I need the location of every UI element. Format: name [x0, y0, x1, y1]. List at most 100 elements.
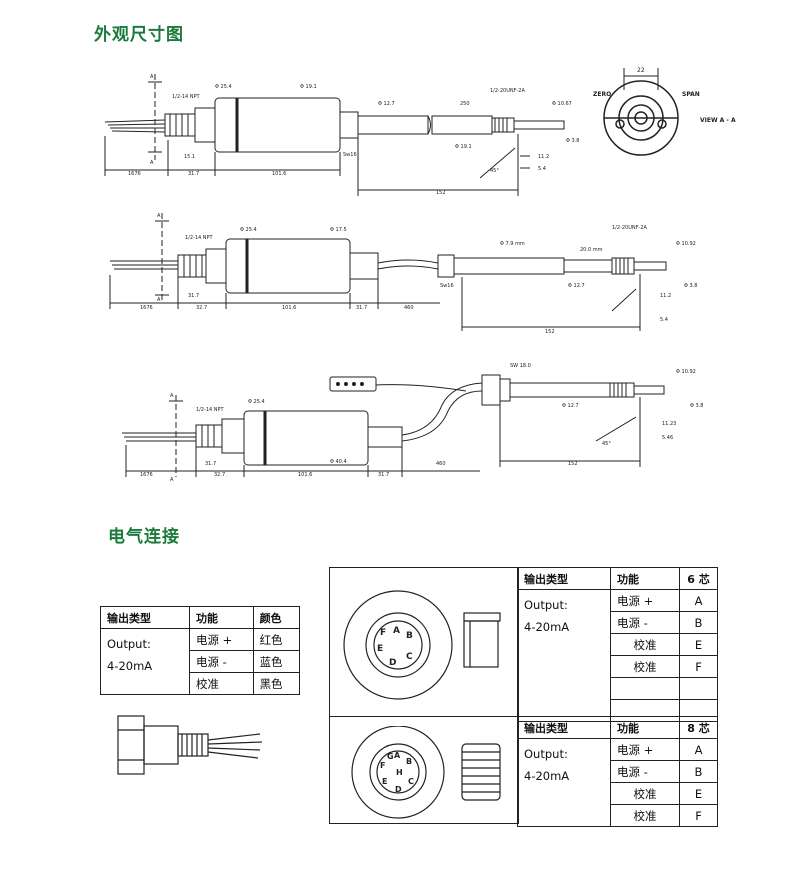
electrical-title: 电气连接	[108, 527, 180, 547]
connector-8pin-drawing: A B C D E F G H	[351, 726, 501, 819]
table-header: 输出类型	[517, 716, 611, 739]
dimension-drawing-1: AA 1/2-14 NPT Φ 25.4 Φ 19.1 Φ 12.7 250 1…	[104, 67, 736, 196]
svg-text:H: H	[396, 768, 403, 777]
svg-text:1676: 1676	[140, 472, 153, 478]
svg-text:152: 152	[545, 329, 555, 335]
connector-6pin-drawing: A B C D E F	[343, 590, 501, 700]
empty-cell	[679, 677, 718, 700]
svg-text:5.4: 5.4	[538, 166, 546, 172]
function-cell: 电源 +	[610, 738, 680, 761]
svg-text:1/2-14 NPT: 1/2-14 NPT	[185, 235, 214, 241]
color-cell: 黑色	[252, 672, 301, 695]
svg-text:460: 460	[436, 461, 446, 467]
table-header: 颜色	[252, 606, 301, 629]
svg-text:1676: 1676	[140, 305, 153, 311]
svg-text:A: A	[150, 74, 154, 80]
svg-text:Sw16: Sw16	[343, 152, 357, 158]
svg-text:5.46: 5.46	[662, 435, 673, 441]
svg-text:101.6: 101.6	[298, 472, 312, 478]
svg-text:Φ 7.9 mm: Φ 7.9 mm	[500, 241, 525, 247]
function-cell: 电源 -	[189, 650, 254, 673]
color-cell: 红色	[252, 628, 301, 651]
panel-divider	[329, 716, 517, 717]
svg-text:Φ 10.67: Φ 10.67	[552, 101, 572, 107]
svg-text:C: C	[408, 777, 414, 786]
output-type-cell: Output: 4-20mA	[517, 589, 611, 722]
wire-color-table: 输出类型 功能 颜色 Output: 4-20mA 电源 + 红色 电源 - 蓝…	[100, 606, 301, 695]
svg-text:A: A	[394, 751, 401, 760]
pin-cell: F	[679, 655, 718, 678]
function-cell: 校准	[610, 782, 680, 805]
svg-text:1676: 1676	[128, 171, 141, 177]
function-cell: 校准	[610, 633, 680, 656]
svg-text:22: 22	[637, 67, 645, 74]
svg-text:A: A	[157, 297, 161, 303]
svg-text:Φ 17.5: Φ 17.5	[330, 227, 347, 233]
function-cell: 电源 +	[610, 589, 680, 612]
svg-text:A: A	[393, 626, 400, 636]
svg-text:G: G	[387, 752, 394, 761]
pin-cell: A	[679, 589, 718, 612]
svg-text:31.7: 31.7	[378, 472, 389, 478]
svg-text:101.6: 101.6	[272, 171, 286, 177]
svg-text:32.7: 32.7	[196, 305, 207, 311]
svg-text:460: 460	[404, 305, 414, 311]
dimension-drawing-3: AA 1/2-14 NPT Φ 25.4 Φ 40.4 Φ 12.7 Φ 10.…	[122, 363, 703, 483]
svg-text:SPAN: SPAN	[682, 91, 700, 98]
svg-text:Φ 19.1: Φ 19.1	[455, 144, 472, 150]
table-header: 功能	[610, 716, 680, 739]
connector-8pin-table: 输出类型 功能 8 芯 Output: 4-20mA 电源 + A 电源 - B…	[517, 716, 718, 827]
svg-text:B: B	[406, 631, 413, 641]
svg-text:Φ 25.4: Φ 25.4	[215, 84, 232, 90]
svg-text:11.2: 11.2	[660, 293, 671, 299]
svg-text:32.7: 32.7	[214, 472, 225, 478]
function-cell: 校准	[610, 655, 680, 678]
svg-text:1/2-20UNF-2A: 1/2-20UNF-2A	[612, 225, 647, 231]
pin-cell: B	[679, 611, 718, 634]
svg-text:Φ 25.4: Φ 25.4	[248, 399, 265, 405]
empty-cell	[610, 677, 680, 700]
svg-text:Φ 3.8: Φ 3.8	[690, 403, 703, 409]
svg-text:152: 152	[568, 461, 578, 467]
table-header: 输出类型	[517, 567, 611, 590]
svg-text:ZERO: ZERO	[593, 91, 611, 98]
svg-text:Φ 25.4: Φ 25.4	[240, 227, 257, 233]
pin-cell: F	[679, 804, 718, 827]
svg-text:Φ 40.4: Φ 40.4	[330, 459, 347, 465]
svg-text:5.4: 5.4	[660, 317, 668, 323]
pin-cell: E	[679, 782, 718, 805]
table-header: 功能	[610, 567, 680, 590]
output-type-cell: Output: 4-20mA	[517, 738, 611, 827]
svg-text:11.23: 11.23	[662, 421, 676, 427]
table-header: 输出类型	[100, 606, 190, 629]
svg-text:Φ 3.8: Φ 3.8	[684, 283, 697, 289]
svg-text:31.7: 31.7	[356, 305, 367, 311]
svg-text:15.1: 15.1	[184, 154, 195, 160]
svg-text:VIEW A - A: VIEW A - A	[700, 117, 736, 124]
svg-text:1/2-14 NPT: 1/2-14 NPT	[172, 94, 201, 100]
table-header: 6 芯	[679, 567, 718, 590]
svg-text:F: F	[380, 761, 385, 770]
cable-fitting-illustration	[117, 715, 263, 775]
svg-text:31.7: 31.7	[188, 171, 199, 177]
svg-text:A: A	[170, 477, 174, 483]
svg-text:31.7: 31.7	[205, 461, 216, 467]
pin-cell: A	[679, 738, 718, 761]
function-cell: 校准	[610, 804, 680, 827]
pin-cell: E	[679, 633, 718, 656]
svg-text:D: D	[389, 658, 396, 668]
svg-text:A: A	[170, 393, 174, 399]
svg-text:1/2-14 NPT: 1/2-14 NPT	[196, 407, 225, 413]
svg-text:E: E	[377, 644, 383, 654]
function-cell: 电源 -	[610, 611, 680, 634]
svg-text:Φ 10.92: Φ 10.92	[676, 241, 696, 247]
svg-text:A: A	[150, 160, 154, 166]
color-cell: 蓝色	[252, 650, 301, 673]
dimension-drawing-2: AA 1/2-14 NPT Φ 25.4 Φ 17.5 Φ 7.9 mm 20.…	[109, 213, 697, 335]
svg-text:101.6: 101.6	[282, 305, 296, 311]
svg-text:E: E	[382, 777, 387, 786]
svg-text:C: C	[406, 652, 413, 662]
function-cell: 电源 -	[610, 760, 680, 783]
svg-text:11.2: 11.2	[538, 154, 549, 160]
svg-text:D: D	[395, 785, 402, 794]
